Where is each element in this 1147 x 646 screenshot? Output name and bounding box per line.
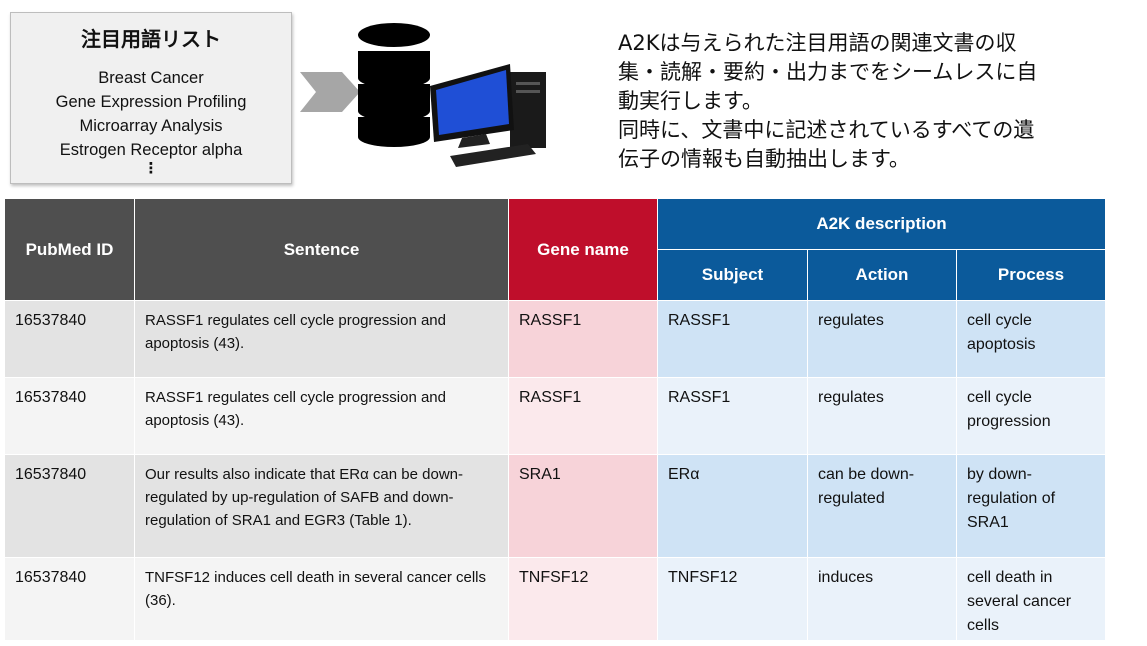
more-items-indicator: ⋮ [143, 159, 159, 177]
sentence-cell: RASSF1 regulates cell cycle progression … [134, 377, 509, 455]
table-row: 16537840 TNFSF12 induces cell death in s… [4, 557, 1107, 641]
pubmed-id-cell: 16537840 [4, 377, 135, 455]
table-row: 16537840 RASSF1 regulates cell cycle pro… [4, 300, 1107, 378]
term-list-box: 注目用語リスト Breast Cancer Gene Expression Pr… [10, 12, 292, 184]
subject-cell: ERα [657, 454, 808, 558]
description-line: 集・読解・要約・出力までをシームレスに自 [618, 60, 1038, 84]
action-cell: regulates [807, 377, 957, 455]
process-cell: by down-regulation of SRA1 [955, 454, 1107, 558]
gene-name-cell: SRA1 [508, 454, 658, 558]
chevron-right-arrow-icon [300, 72, 360, 112]
header-process: Process [955, 249, 1107, 301]
gene-name-cell: RASSF1 [508, 300, 658, 378]
description-line: A2Kは与えられた注目用語の関連文書の収 [618, 31, 1017, 55]
header-action: Action [807, 249, 957, 301]
database-computer-icon [358, 23, 546, 167]
gene-name-cell: TNFSF12 [508, 557, 658, 641]
subject-cell: RASSF1 [657, 377, 808, 455]
sentence-cell: RASSF1 regulates cell cycle progression … [134, 300, 509, 378]
action-cell: induces [807, 557, 957, 641]
gene-name-cell: RASSF1 [508, 377, 658, 455]
pubmed-id-cell: 16537840 [4, 300, 135, 378]
subject-cell: TNFSF12 [657, 557, 808, 641]
term-item: Microarray Analysis [79, 117, 223, 135]
a2k-description-text: A2Kは与えられた注目用語の関連文書の収 集・読解・要約・出力までをシームレスに… [618, 29, 1128, 174]
term-list-title: 注目用語リスト [81, 27, 221, 51]
sentence-cell: TNFSF12 induces cell death in several ca… [134, 557, 509, 641]
subject-cell: RASSF1 [657, 300, 808, 378]
description-line: 動実行します。 [618, 89, 763, 113]
term-item: Breast Cancer [98, 69, 204, 87]
action-cell: regulates [807, 300, 957, 378]
description-line: 同時に、文書中に記述されているすべての遺 [618, 118, 1035, 142]
pubmed-id-cell: 16537840 [4, 454, 135, 558]
pubmed-id-cell: 16537840 [4, 557, 135, 641]
table-row: 16537840 Our results also indicate that … [4, 454, 1107, 558]
header-pubmed-id: PubMed ID [4, 198, 135, 301]
term-item: Gene Expression Profiling [55, 93, 247, 111]
header-gene-name: Gene name [508, 198, 658, 301]
header-sentence: Sentence [134, 198, 509, 301]
header-subject: Subject [657, 249, 808, 301]
action-cell: can be down-regulated [807, 454, 957, 558]
description-line: 伝子の情報も自動抽出します。 [618, 147, 910, 171]
a2k-results-table: PubMed ID Sentence Gene name A2K descrip… [4, 198, 1107, 641]
process-cell: cell death in several cancer cells [955, 557, 1107, 641]
table-row: 16537840 RASSF1 regulates cell cycle pro… [4, 377, 1107, 455]
term-item: Estrogen Receptor alpha [59, 141, 243, 159]
sentence-cell: Our results also indicate that ERα can b… [134, 454, 509, 558]
process-cell: cell cycle apoptosis [955, 300, 1107, 378]
process-cell: cell cycle progression [955, 377, 1107, 455]
header-a2k-description: A2K description [656, 198, 1107, 250]
